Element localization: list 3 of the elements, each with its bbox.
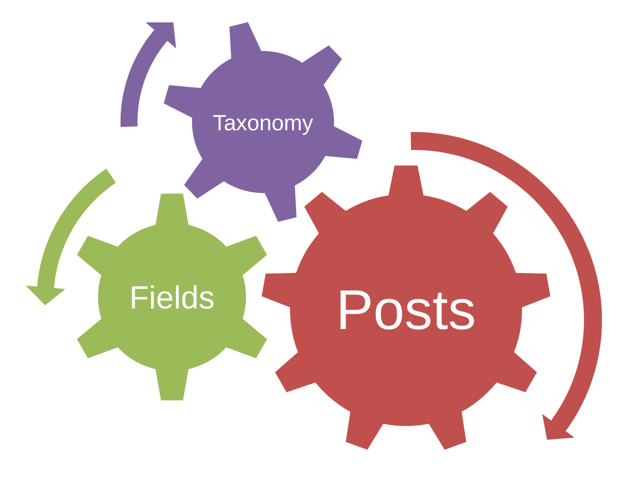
gear: Fields (76, 194, 268, 400)
gear: Posts (262, 165, 550, 450)
gear: Taxonomy (164, 22, 362, 222)
